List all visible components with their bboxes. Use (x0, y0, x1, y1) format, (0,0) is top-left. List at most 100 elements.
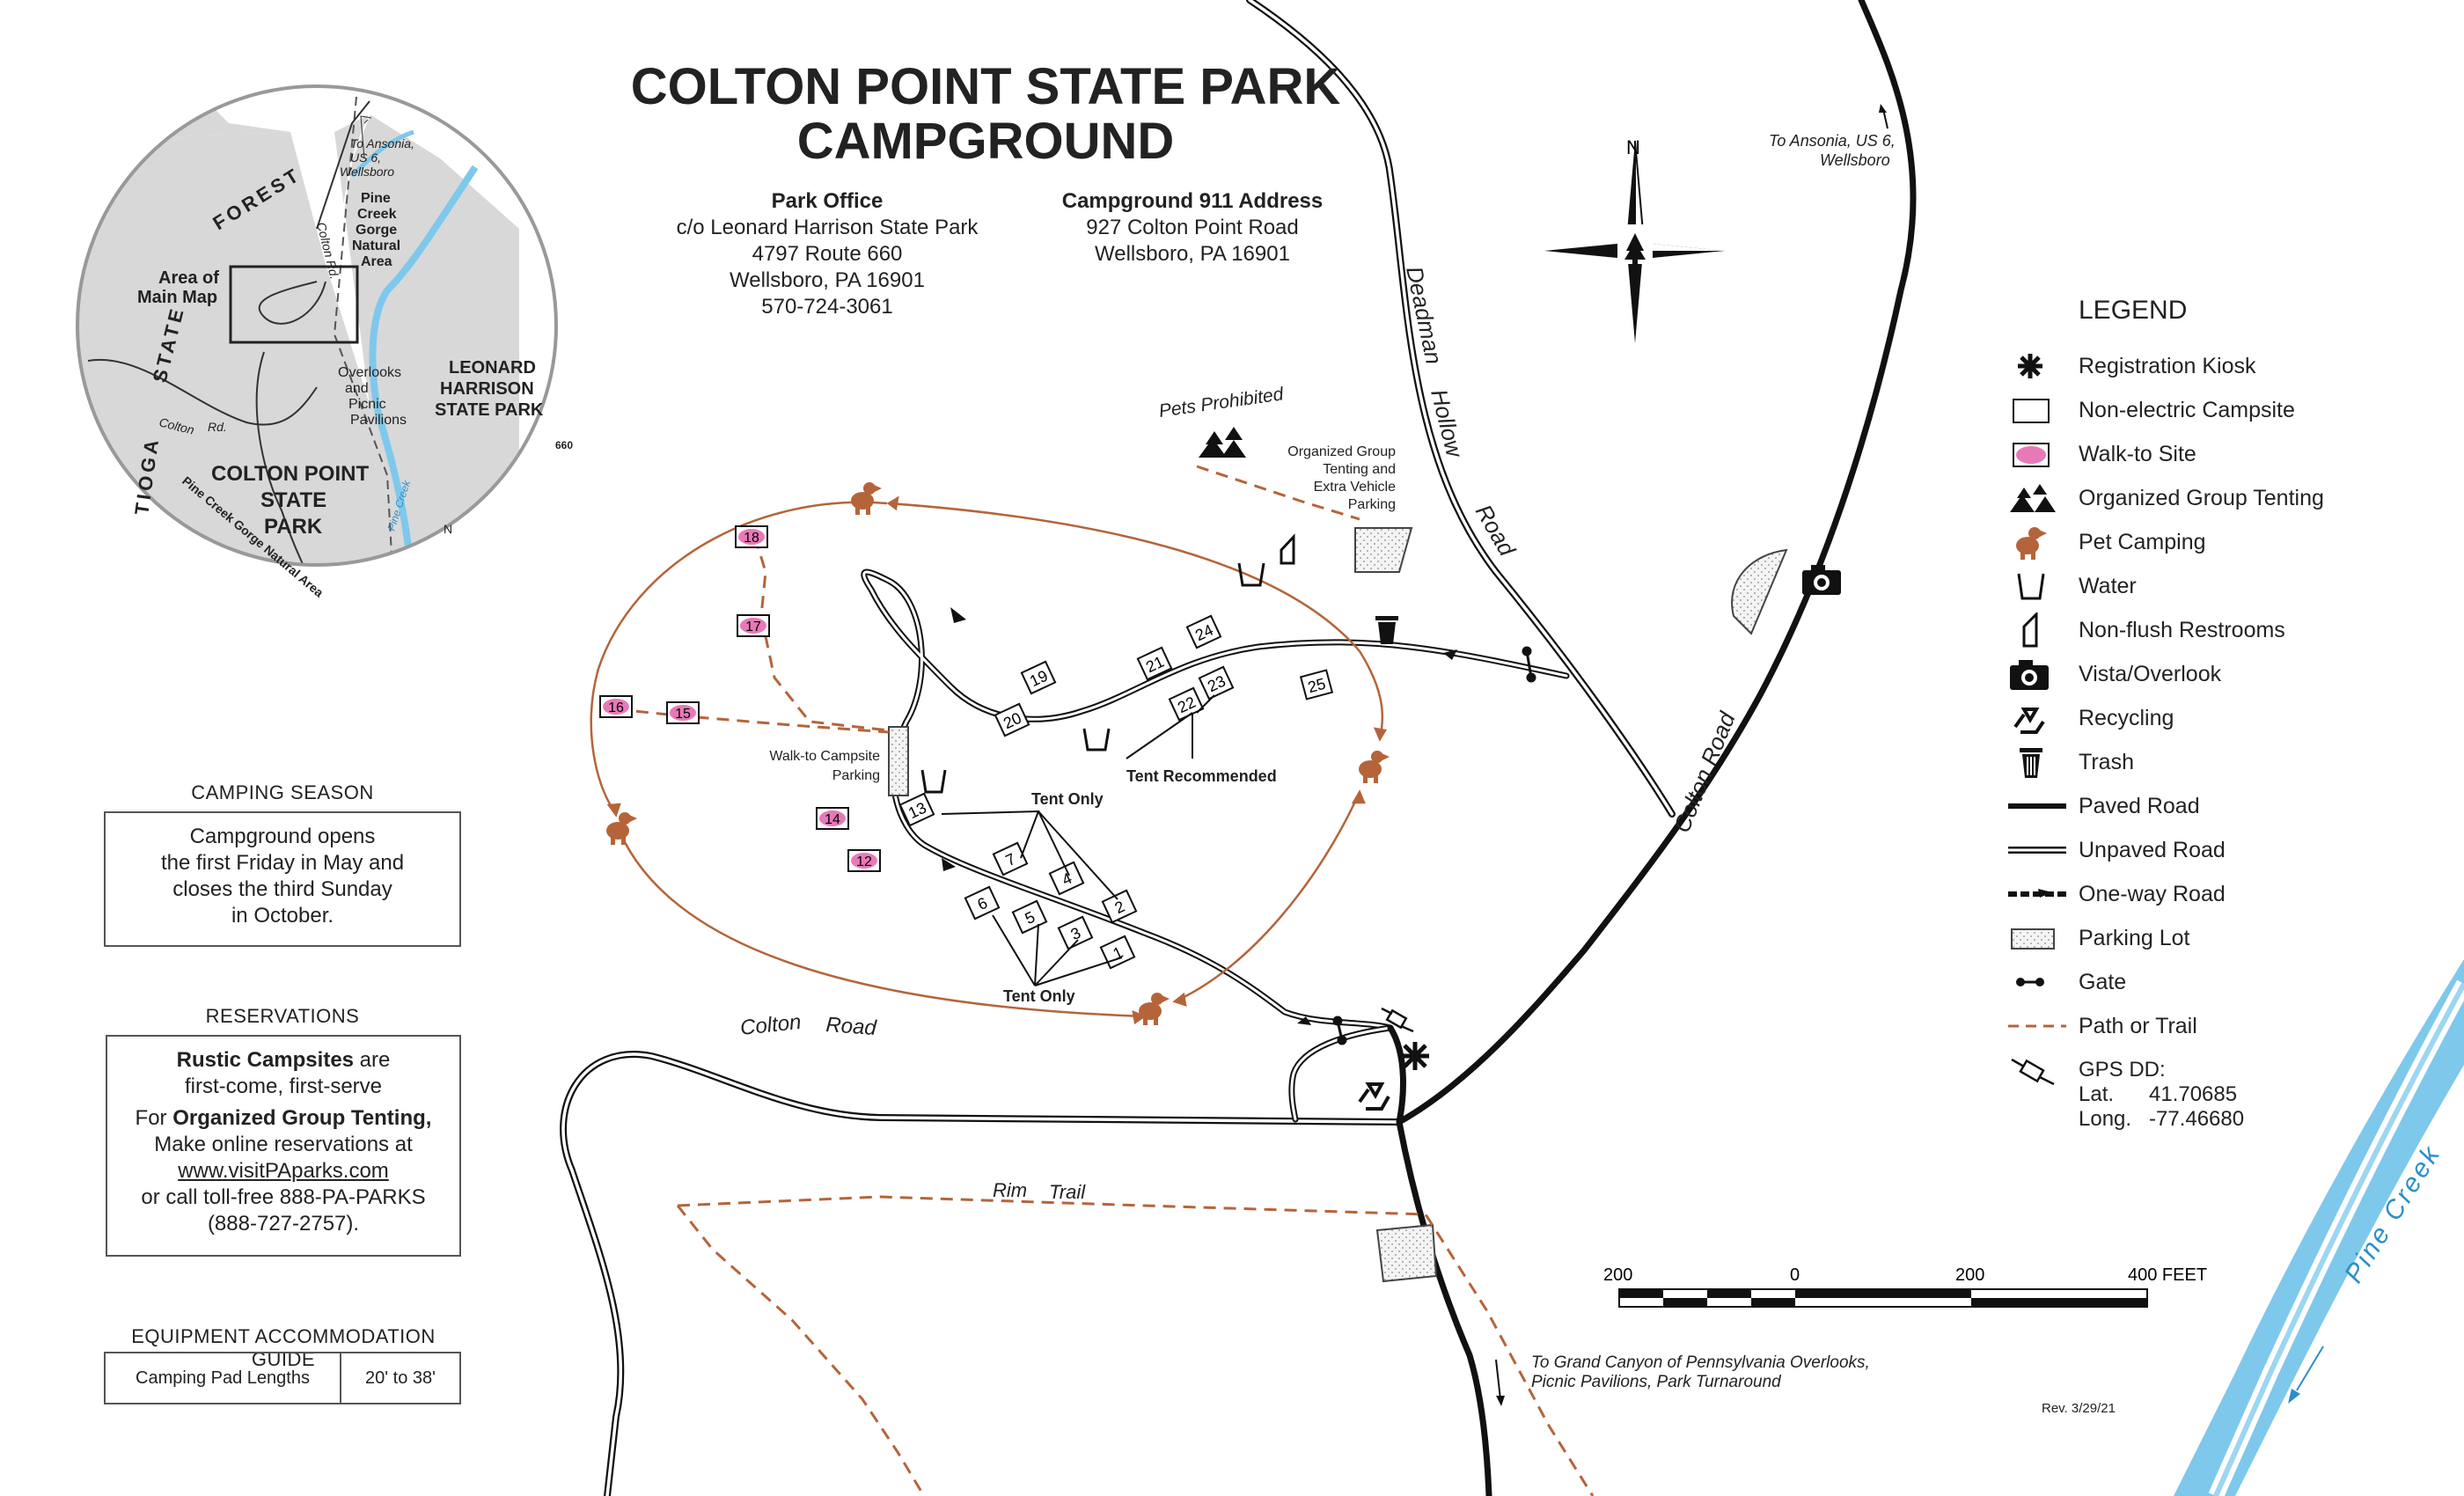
legend-label: Vista/Overlook (2079, 662, 2222, 686)
lat-label: Lat. (2079, 1082, 2115, 1106)
campsite-marker: 25 (1299, 669, 1334, 700)
gps-icon (2011, 1058, 2055, 1086)
reservations-line-2: first-come, first-serve (184, 1074, 382, 1098)
reservations-line-1: Rustic Campsites are (107, 1047, 459, 1074)
rustic-rest: are (354, 1048, 391, 1072)
water-icon-1 (1237, 562, 1265, 587)
compass-north-label: N (1626, 136, 1640, 158)
long-label: Long. (2079, 1107, 2132, 1131)
legend-label: Pet Camping (2079, 530, 2206, 554)
inset-leonard-2: HARRISON (440, 379, 534, 399)
campsite-marker: 3 (1057, 915, 1094, 950)
pet-trail-loop (590, 495, 1388, 1025)
legend-item: Vista/Overlook (2008, 656, 2431, 692)
scale-label-200: 200 (1955, 1265, 1984, 1285)
legend-item: One-way Road (2008, 876, 2431, 912)
legend-item: Paved Road (2008, 788, 2431, 824)
camping-season-line-2: the first Friday in May and (160, 851, 405, 875)
legend-label: Registration Kiosk (2079, 354, 2256, 378)
registration-kiosk-icon-1 (1401, 1042, 1429, 1070)
trash-icon-1 (1375, 616, 1398, 644)
walk-to-site-number: 16 (608, 700, 624, 715)
campsite-icon (2008, 392, 2052, 428)
camping-season-line-1: Campground opens (189, 825, 376, 848)
revision-date: Rev. 3/29/21 (2042, 1401, 2116, 1416)
group-bold: Organized Group Tenting, (172, 1106, 432, 1130)
pet-camping-icon (2008, 524, 2052, 560)
legend-label: Organized Group Tenting (2079, 486, 2324, 510)
unpaved-road-icon (2008, 832, 2066, 868)
locator-inset-map: FOREST STATE TIOGA To Ansonia, US 6, Wel… (76, 84, 573, 600)
camera-icon-1 (1802, 565, 1841, 595)
camping-season-box: Campground opens the first Friday in May… (104, 811, 461, 947)
legend-label: Paved Road (2079, 794, 2200, 818)
camping-season-title: CAMPING SEASON (191, 781, 374, 803)
address-911-heading: Campground 911 Address (1061, 189, 1324, 213)
gps-lat: Lat.41.70685 (2079, 1082, 2244, 1107)
legend-label: Unpaved Road (2079, 838, 2226, 862)
reservations-box: Rustic Campsites are first-come, first-s… (106, 1035, 461, 1257)
legend-item: Non-electric Campsite (2008, 392, 2431, 428)
equipment-value: 20' to 38' (365, 1368, 436, 1388)
walk-to-site-marker: 12 (847, 849, 881, 872)
walk-to-site-marker: 18 (735, 525, 768, 548)
campsite-marker: 13 (898, 792, 935, 827)
water-icon-2 (1082, 728, 1111, 752)
legend-title: LEGEND (2079, 296, 2188, 325)
campsite-marker: 24 (1185, 614, 1222, 649)
walk-to-site-number: 15 (675, 707, 691, 722)
legend-item: Parking Lot (2008, 920, 2431, 956)
group-tenting-icon (2008, 480, 2056, 516)
legend-item: Gate (2008, 964, 2431, 1000)
title-line-2: CAMPGROUND (796, 113, 1175, 170)
scale-label-400: 400 FEET (2128, 1265, 2207, 1285)
inset-pine-4: Natural (352, 238, 400, 253)
tent-recommended-label: Tent Recommended (1126, 767, 1277, 785)
equipment-table: Camping Pad Lengths 20' to 38' (104, 1352, 461, 1404)
rim-label: Rim (993, 1179, 1027, 1201)
equipment-label: Camping Pad Lengths (106, 1353, 341, 1403)
colton-label: Colton (739, 1010, 803, 1040)
inset-pine-1: Pine (361, 191, 391, 206)
to-ansonia-label-1: To Ansonia, US 6, (1769, 132, 1896, 150)
inset-to-ansonia-3: Wellsboro (340, 165, 394, 179)
long-value: -77.46680 (2149, 1107, 2245, 1131)
legend-item: Walk-to Site (2008, 436, 2431, 472)
walk-to-site-number: 12 (856, 854, 872, 869)
inset-pine-5: Area (361, 254, 392, 269)
restroom-icon (2008, 611, 2052, 648)
reservations-line-7: (888-727-2757). (207, 1212, 360, 1236)
inset-area-1: Area of (158, 268, 219, 288)
reservations-line-3: For Organized Group Tenting, (107, 1105, 459, 1132)
address-911-line-2: Wellsboro, PA 16901 (1095, 242, 1290, 266)
unpaved-roads (560, 0, 1676, 1496)
scale-label-200-left: 200 (1603, 1265, 1632, 1285)
to-ansonia-label-2: Wellsboro (1820, 151, 1890, 169)
legend-label: Walk-to Site (2079, 442, 2196, 466)
legend-item: Organized Group Tenting (2008, 480, 2431, 516)
compass-rose: N (1544, 136, 1725, 343)
campsite-marker: 5 (1011, 899, 1048, 935)
park-office-line-1: c/o Leonard Harrison State Park (676, 216, 979, 239)
walkto-parking-label-2: Parking (832, 768, 880, 783)
walk-to-site-icon (2008, 436, 2052, 472)
walk-to-site-number: 17 (745, 620, 761, 634)
park-office-line-2: 4797 Route 660 (752, 242, 903, 266)
walk-to-site-number: 18 (744, 531, 759, 546)
gps-label: GPS DD: (2079, 1058, 2166, 1082)
inset-leonard-3: STATE PARK (435, 400, 544, 420)
gates (1332, 646, 1536, 1045)
parking-lot-icon (2008, 920, 2055, 956)
reservations-line-6: or call toll-free 888-PA-PARKS (141, 1185, 426, 1209)
inset-to-ansonia-2: US 6, (350, 150, 381, 165)
to-canyon-label-2: Picnic Pavilions, Park Turnaround (1531, 1373, 1782, 1391)
trails (615, 465, 1595, 1496)
campsite-marker: 19 (1020, 660, 1057, 695)
recycling-icon (2008, 700, 2052, 736)
reservations-url-link[interactable]: www.visitPAparks.com (178, 1159, 389, 1183)
inset-colton-2: STATE (260, 488, 326, 512)
campsite-marker: 23 (1198, 665, 1235, 700)
trash-icon (2008, 744, 2052, 780)
page-title: COLTON POINT STATE PARK CAMPGROUND (616, 60, 1355, 169)
inset-area-2: Main Map (137, 288, 217, 307)
